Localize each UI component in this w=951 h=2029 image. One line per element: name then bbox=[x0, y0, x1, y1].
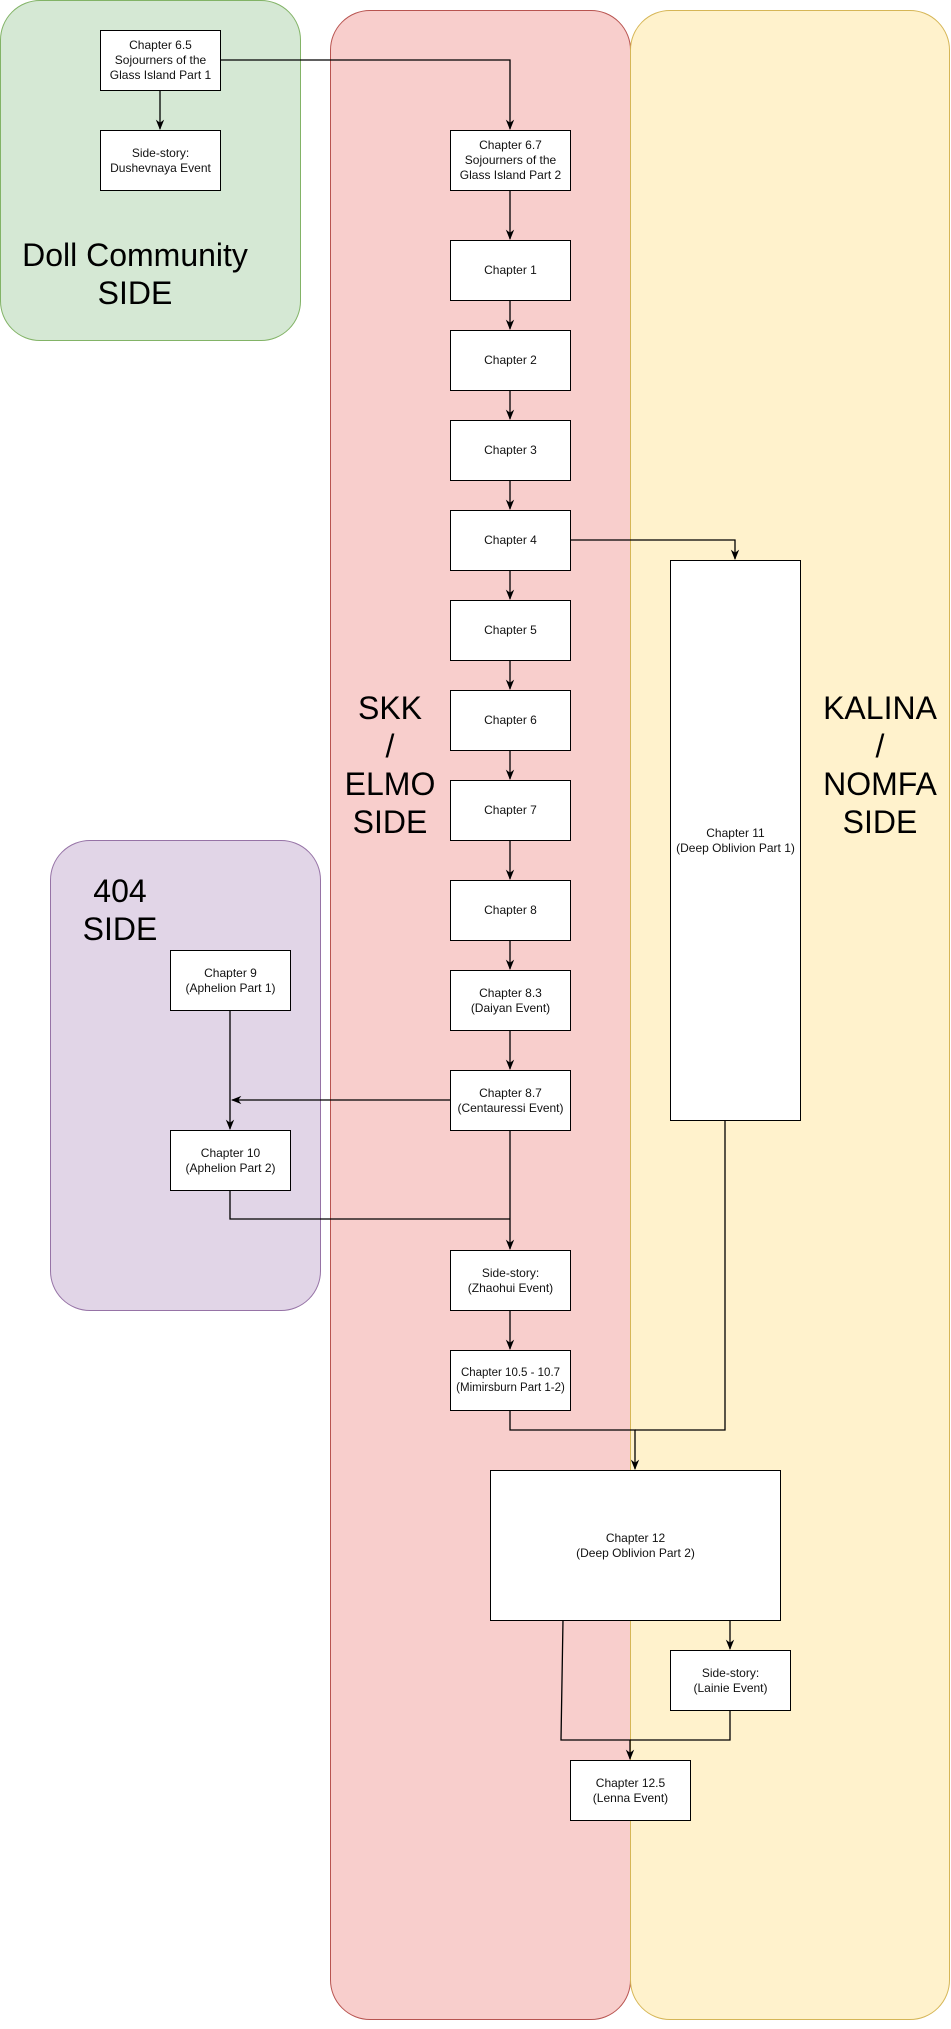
node-lainie[interactable]: Side-story: (Lainie Event) bbox=[670, 1650, 791, 1711]
node-ch4[interactable]: Chapter 4 bbox=[450, 510, 571, 571]
node-ch5[interactable]: Chapter 5 bbox=[450, 600, 571, 661]
lane-label-404: 404 SIDE bbox=[82, 873, 158, 947]
node-ch8-3[interactable]: Chapter 8.3 (Daiyan Event) bbox=[450, 970, 571, 1031]
node-ch6-7[interactable]: Chapter 6.7 Sojourners of the Glass Isla… bbox=[450, 130, 571, 191]
node-ch10-5[interactable]: Chapter 10.5 - 10.7 (Mimirsburn Part 1-2… bbox=[450, 1350, 571, 1411]
lane-404 bbox=[50, 840, 321, 1311]
node-ch7[interactable]: Chapter 7 bbox=[450, 780, 571, 841]
node-ch6[interactable]: Chapter 6 bbox=[450, 690, 571, 751]
node-ch3[interactable]: Chapter 3 bbox=[450, 420, 571, 481]
lane-label-kalina-nomfa: KALINA / NOMFA SIDE bbox=[823, 690, 937, 840]
node-ch11[interactable]: Chapter 11 (Deep Oblivion Part 1) bbox=[670, 560, 801, 1121]
node-ch12[interactable]: Chapter 12 (Deep Oblivion Part 2) bbox=[490, 1470, 781, 1621]
node-ch1[interactable]: Chapter 1 bbox=[450, 240, 571, 301]
node-ch6-5[interactable]: Chapter 6.5 Sojourners of the Glass Isla… bbox=[100, 30, 221, 91]
node-ch10[interactable]: Chapter 10 (Aphelion Part 2) bbox=[170, 1130, 291, 1191]
node-ch12-5[interactable]: Chapter 12.5 (Lenna Event) bbox=[570, 1760, 691, 1821]
node-ch9[interactable]: Chapter 9 (Aphelion Part 1) bbox=[170, 950, 291, 1011]
node-dushevnaya[interactable]: Side-story: Dushevnaya Event bbox=[100, 130, 221, 191]
node-ch8[interactable]: Chapter 8 bbox=[450, 880, 571, 941]
lane-label-skk-elmo: SKK / ELMO SIDE bbox=[344, 690, 436, 840]
node-ch2[interactable]: Chapter 2 bbox=[450, 330, 571, 391]
node-zhaohui[interactable]: Side-story: (Zhaohui Event) bbox=[450, 1250, 571, 1311]
node-ch8-7[interactable]: Chapter 8.7 (Centauressi Event) bbox=[450, 1070, 571, 1131]
lane-label-doll-community: Doll Community SIDE bbox=[22, 237, 248, 311]
